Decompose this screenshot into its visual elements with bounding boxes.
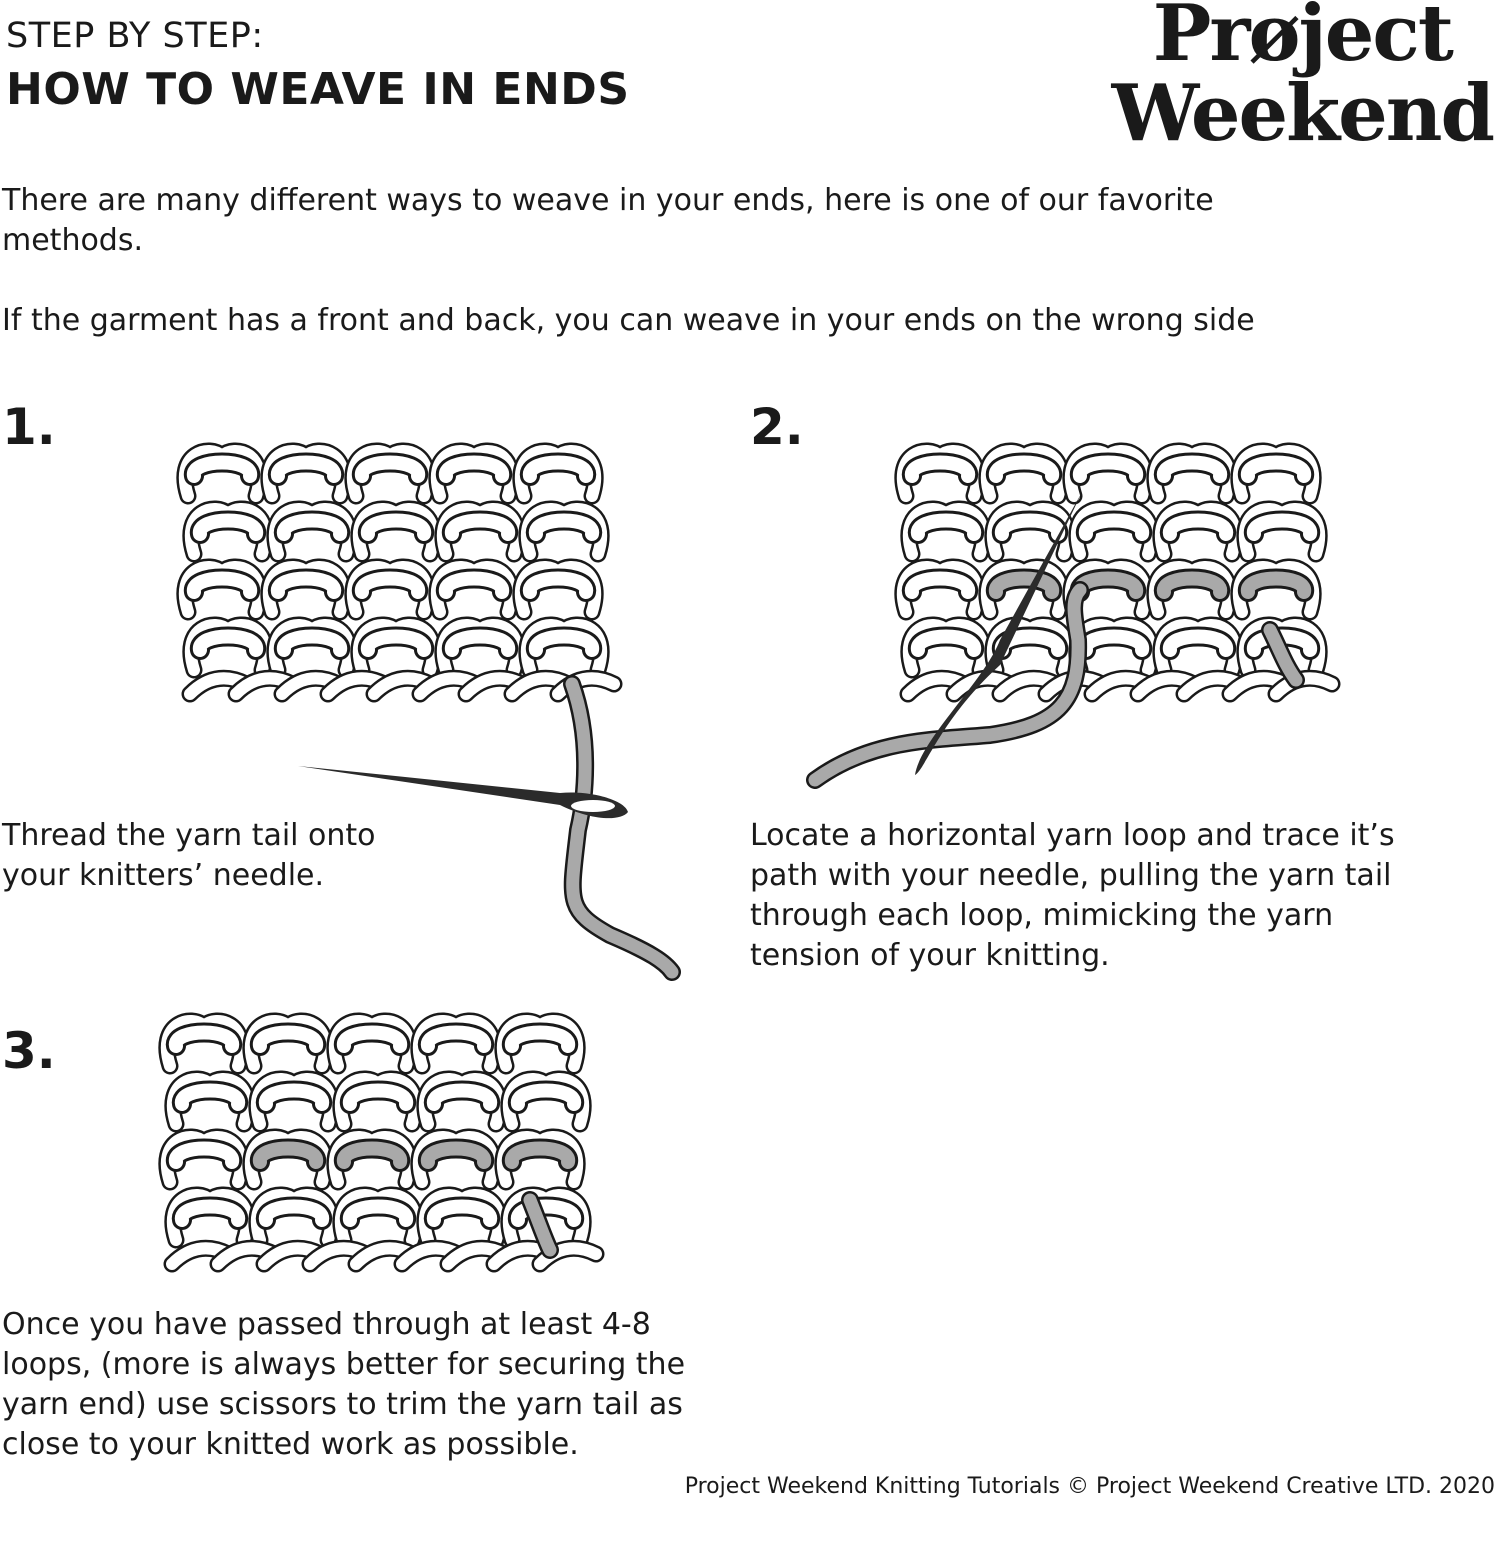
woven-yarn-loop [1157,571,1227,599]
stitch-loop [523,455,593,483]
stitch-loop [253,1025,323,1053]
stitch-loop [277,513,347,541]
stitch-loop [1157,455,1227,483]
stitch-loop [421,1025,491,1053]
kicker: STEP BY STEP: [6,16,264,56]
stitch-loop [989,455,1059,483]
logo-line-2: Weekend [1111,68,1495,159]
step-2-text: Locate a horizontal yarn loop and trace … [750,818,1395,973]
stitch-loop [529,513,599,541]
stitch-loop [1163,629,1233,657]
brand-logo: Prøject Weekend [1111,0,1495,159]
stitch-loop [523,571,593,599]
stitch-loop [343,1083,413,1111]
stitch-loop [277,629,347,657]
stitch-loop [259,1083,329,1111]
stitch-loop [175,1199,245,1227]
step-3-number: 3. [2,1022,56,1080]
stitch-loop [187,455,257,483]
stitch-loop [259,1199,329,1227]
stitch-loop [911,513,981,541]
stitch-loop [193,513,263,541]
stitch-loop [361,513,431,541]
woven-yarn-loop [421,1141,491,1169]
step-3-text: Once you have passed through at least 4-… [2,1307,686,1462]
stitch-loop [511,1199,581,1227]
step-2-swatch [894,442,1341,703]
stitch-loop [505,1025,575,1053]
cast-on-twist [552,672,620,700]
step-1-swatch [176,442,623,703]
stitch-loop [361,629,431,657]
stitch-loop [1241,455,1311,483]
stitch-loop [995,513,1065,541]
page-title: HOW TO WEAVE IN ENDS [6,64,630,115]
stitch-loop [175,1083,245,1111]
yarn-tail-step-2 [808,583,1087,787]
stitch-loop [187,571,257,599]
stitch-loop [511,1083,581,1111]
intro-paragraph-2: If the garment has a front and back, you… [2,303,1255,338]
stitch-loop [355,571,425,599]
stitch-loop [169,1025,239,1053]
stitch-loop [529,629,599,657]
stitch-loop [271,571,341,599]
step-2-number: 2. [750,398,804,456]
step-1-number: 1. [2,398,56,456]
footer-copyright: Project Weekend Knitting Tutorials © Pro… [684,1474,1495,1499]
stitch-loop [911,629,981,657]
woven-yarn-loop [989,571,1059,599]
stitch-loop [439,455,509,483]
step-1-text: Thread the yarn tail onto your knitters’… [2,818,376,893]
stitch-loop [271,455,341,483]
step-3-swatch [158,1012,605,1273]
stitch-loop [905,571,975,599]
stitch-loop [427,1199,497,1227]
stitch-loop [343,1199,413,1227]
intro-paragraph-1: There are many different ways to weave i… [2,183,1214,258]
stitch-loop [1247,513,1317,541]
stitch-loop [355,455,425,483]
trimmed-tail-step-3 [523,1193,557,1257]
stitch-loop [427,1083,497,1111]
stitch-loop [445,629,515,657]
needle-eye [571,800,615,812]
needle-step-2-icon [915,492,1082,775]
woven-yarn-loop [253,1141,323,1169]
stitch-loop [445,513,515,541]
stitch-loop [905,455,975,483]
stitch-loop [169,1141,239,1169]
cast-on-twist [1270,672,1338,700]
yarn-tail [565,677,679,979]
logo-line-1: Prøject [1152,0,1454,79]
stitch-loop [193,629,263,657]
stitch-loop [1073,455,1143,483]
stitch-loop [337,1025,407,1053]
stitch-loop [1163,513,1233,541]
cast-on-twist [534,1242,602,1270]
yarn-tail-end-step-2 [1263,623,1303,687]
stitch-loop [439,571,509,599]
woven-yarn-loop [1241,571,1311,599]
woven-yarn-loop [337,1141,407,1169]
stitch-loop [1079,513,1149,541]
needle-icon [298,766,628,819]
woven-yarn-loop [505,1141,575,1169]
